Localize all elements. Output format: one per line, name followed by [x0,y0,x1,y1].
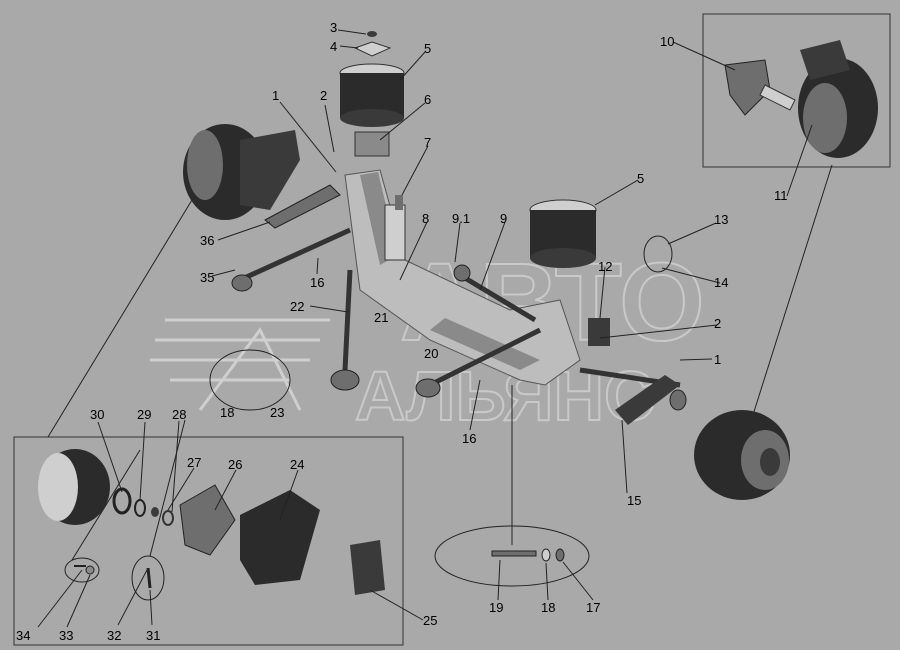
detail-frame-knuckle [702,13,891,168]
detail-leaders [47,164,833,601]
callout-32: 32 [107,628,121,643]
callout-leaders [37,29,813,628]
callout-27: 27 [187,455,201,470]
shock-absorber [384,195,406,261]
callout-15: 15 [627,493,641,508]
callout-4: 4 [330,39,337,54]
callout-18b: 18 [541,600,555,615]
callout-21: 21 [374,310,388,325]
callout-35: 35 [200,270,214,285]
watermark-logo [150,318,330,411]
callout-1b: 1 [714,352,721,367]
callout-24: 24 [290,457,304,472]
detail-frame-hub [13,436,404,646]
callout-28: 28 [172,407,186,422]
brake-assembly-left [183,124,341,229]
callout-labels: 1 2 3 4 5 6 7 8 9.1 9 5 10 11 36 35 16 2… [16,20,788,643]
callout-23: 23 [270,405,284,420]
callout-20: 20 [424,346,438,361]
callout-6: 6 [424,92,431,107]
hub-detail-parts [38,449,385,595]
callout-5b: 5 [637,171,644,186]
callout-9: 9 [500,211,507,226]
callout-5: 5 [424,41,431,56]
callout-36: 36 [200,233,214,248]
air-spring-left [339,63,405,157]
callout-9-1: 9.1 [452,211,470,226]
callout-30: 30 [90,407,104,422]
callout-16: 16 [310,275,324,290]
callout-19: 19 [489,600,503,615]
callout-33: 33 [59,628,73,643]
callout-7: 7 [424,135,431,150]
callout-14: 14 [714,275,728,290]
callout-16b: 16 [462,431,476,446]
callout-12: 12 [598,259,612,274]
rod-ends [231,264,687,411]
level-valve [588,318,610,346]
callout-1: 1 [272,88,279,103]
hub-drum-right [694,410,790,500]
air-spring-right [529,199,597,268]
callout-2b: 2 [714,316,721,331]
callout-2: 2 [320,88,327,103]
callout-11: 11 [774,188,788,203]
callout-10: 10 [660,34,674,49]
callout-26: 26 [228,457,242,472]
callout-18: 18 [220,405,234,420]
callout-13: 13 [714,212,728,227]
callout-31: 31 [146,628,160,643]
rods [238,227,681,388]
callout-8: 8 [422,211,429,226]
callout-3: 3 [330,20,337,35]
bracket [615,375,680,425]
top-plate [353,31,392,57]
callout-25: 25 [423,613,437,628]
callout-22: 22 [290,299,304,314]
bolt-kit [491,548,565,562]
knuckle-detail [724,40,878,158]
callout-34: 34 [16,628,30,643]
callout-29: 29 [137,407,151,422]
callout-17: 17 [586,600,600,615]
